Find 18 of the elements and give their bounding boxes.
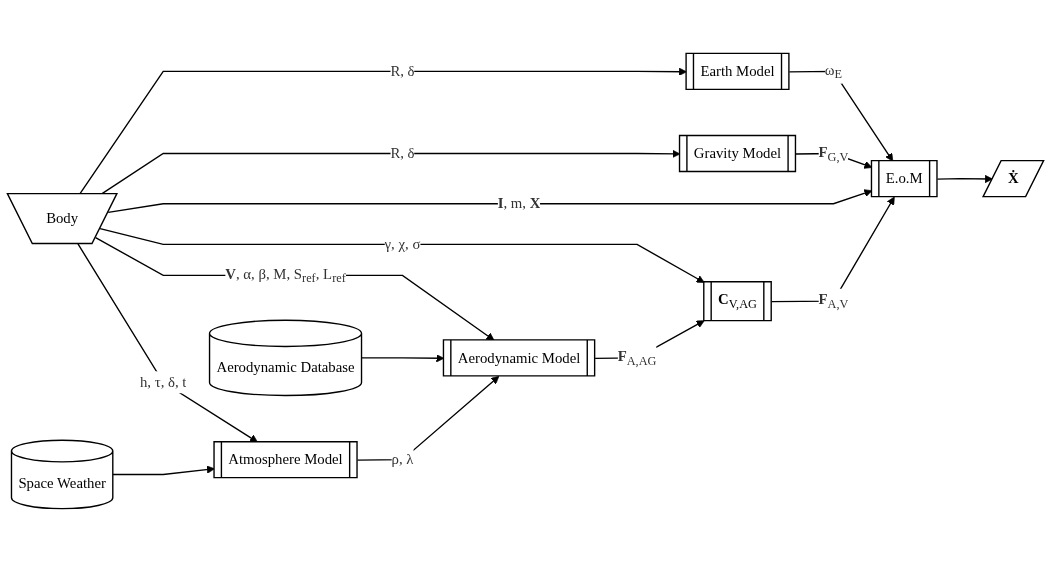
edge-label: γ, χ, σ (384, 235, 421, 252)
edge-label: F$_{A,V}$ (818, 290, 849, 311)
edge-label: R, δ (390, 62, 415, 79)
edge-label: R, δ (390, 144, 415, 161)
edge-label: V, α, β, M, S$_{ref}$, L$_{ref}$ (225, 265, 346, 285)
edge-label: ρ, λ (391, 450, 414, 467)
edge-label: F$_{A,AG}$ (617, 347, 657, 368)
arrow (356, 375, 500, 461)
edge-label: h, τ, δ, t (139, 373, 187, 390)
arrow (936, 174, 993, 183)
edge-label: F$_{G,V}$ (818, 143, 849, 163)
arrow (99, 227, 705, 283)
arrow (107, 188, 873, 213)
arrow (112, 465, 215, 475)
arrow (77, 242, 258, 442)
edge-label: I, m, X (497, 194, 541, 211)
edge-label: ω$_{E}$ (824, 61, 843, 81)
arrow (360, 353, 445, 362)
